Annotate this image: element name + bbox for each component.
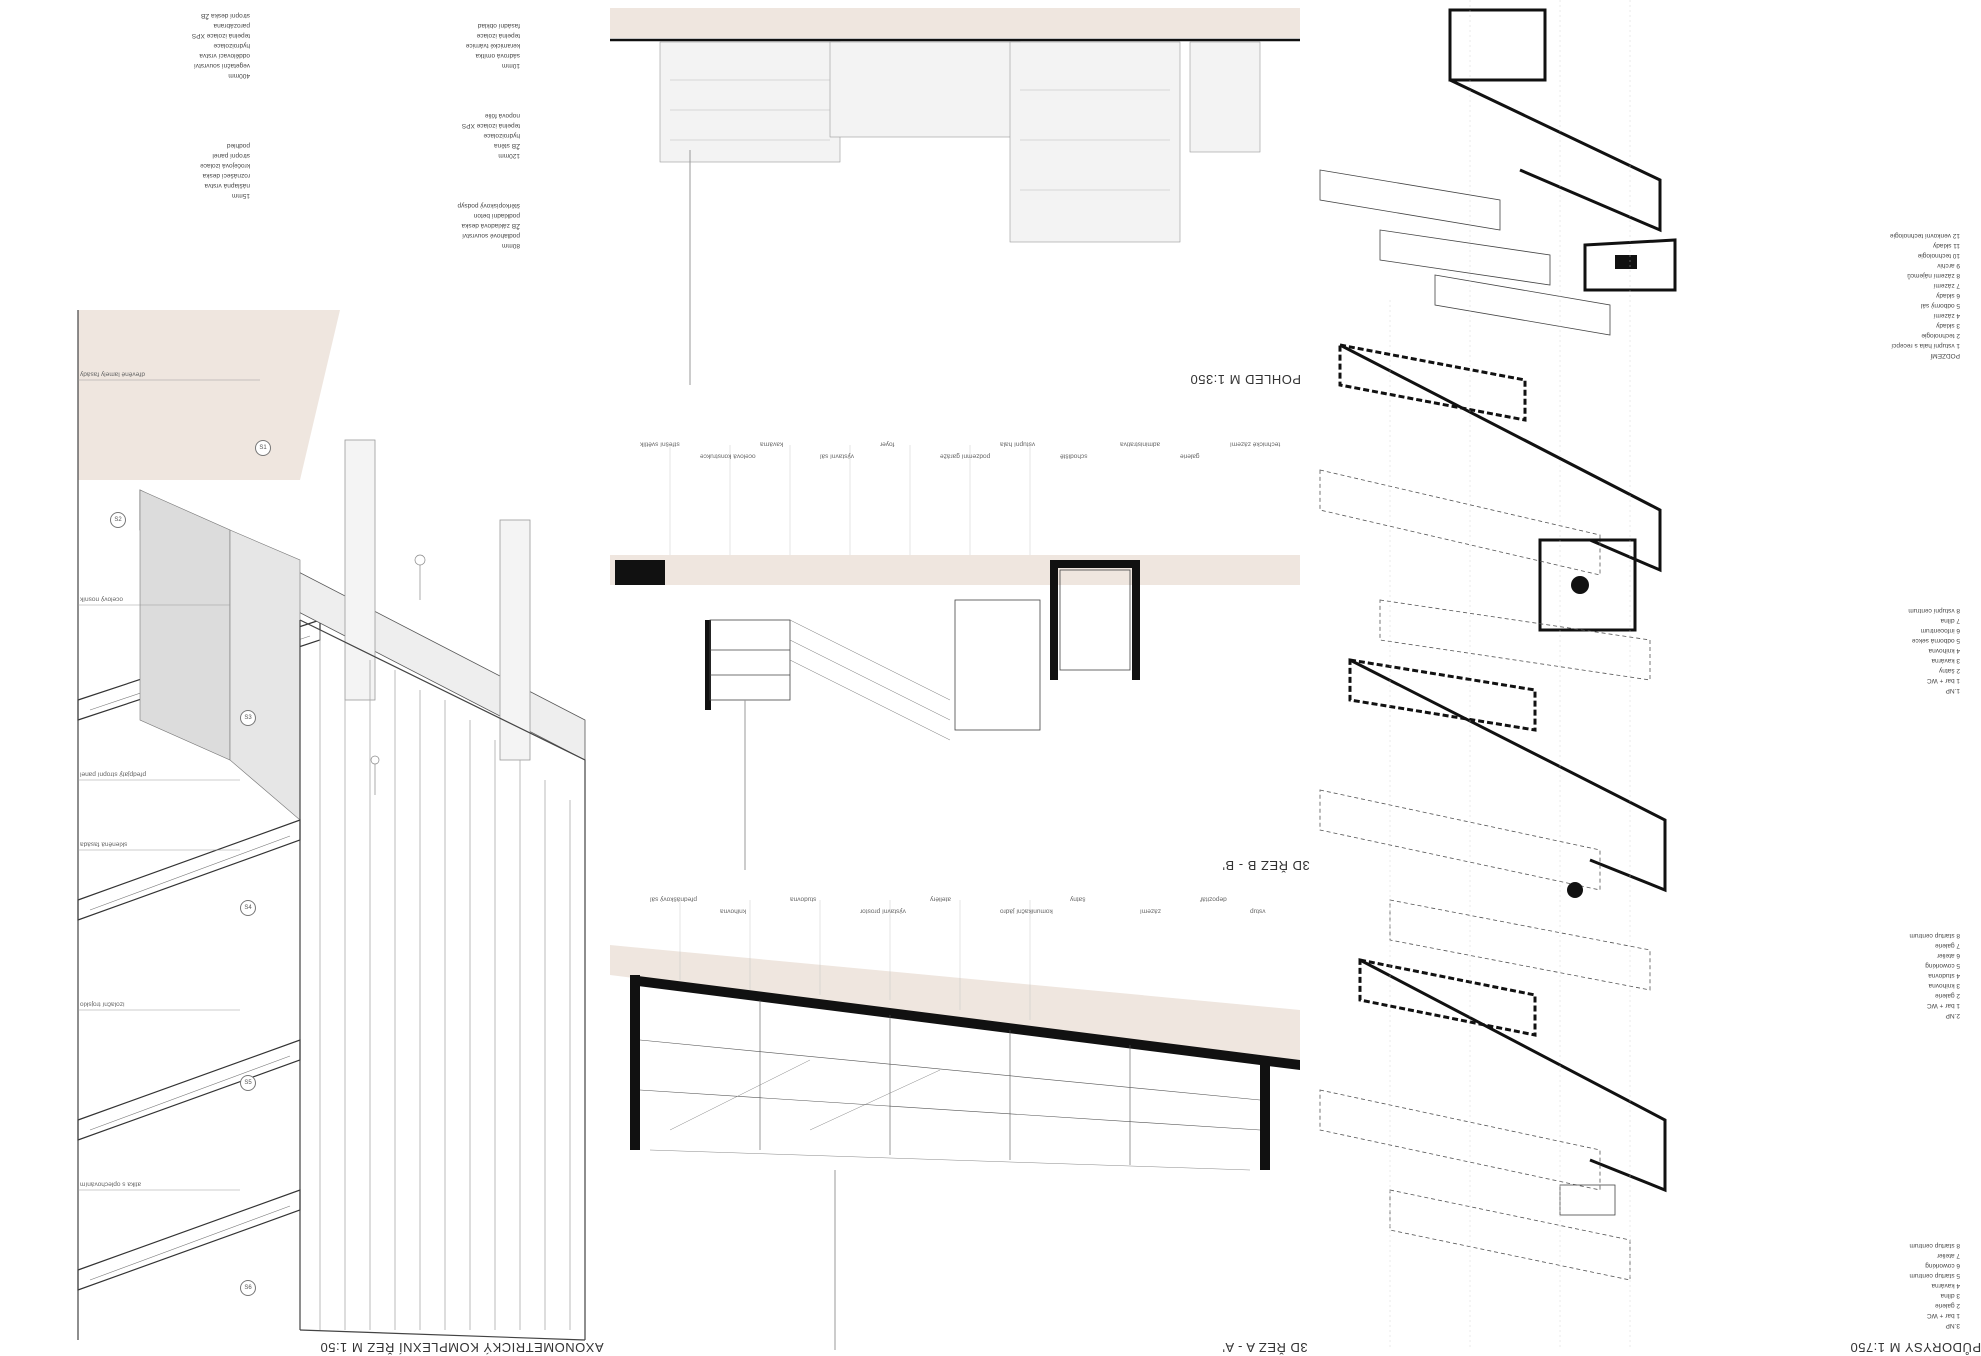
axo-callout: skleněná fasáda	[80, 840, 128, 848]
section-a-callout: vstup	[1250, 907, 1266, 915]
section-a-callout: depozitář	[1200, 895, 1227, 903]
section-a-callout: šatny	[1070, 895, 1086, 903]
axo-callout: izolační trojsklo	[80, 1000, 125, 1008]
layer-tag-s1: S1	[255, 440, 271, 456]
section-a-callout: knihovna	[720, 907, 747, 915]
axo-callout: předpjatý stropní panel	[80, 770, 147, 778]
section-b-callout: střešní světlík	[640, 440, 680, 448]
axo-panel: S1 S2 S3 S4 S5 S6 dřevěné lamely fasády …	[0, 0, 610, 1356]
layer-tag-s5: S5	[240, 1075, 256, 1091]
sections-panel: POHLED M 1:350 3D ŘEZ B - B' 3D ŘEZ A - …	[610, 0, 1310, 1356]
section-a-callout: výstavní prostor	[860, 907, 906, 915]
view-title: POHLED M 1:350	[1190, 372, 1302, 387]
section-a-callout: studovna	[790, 895, 817, 903]
section-b-callout: technické zázemí	[1230, 440, 1281, 448]
section-b-callout: administrativa	[1120, 440, 1161, 448]
section-b-callout: galerie	[1180, 452, 1200, 460]
plans-drawing	[1319, 0, 1677, 1350]
section-b-callout: podzemní garáže	[940, 452, 991, 460]
view-drawing	[610, 8, 1300, 1350]
axo-callout: dřevěné lamely fasády	[80, 370, 146, 378]
layer-tag-s6: S6	[240, 1280, 256, 1296]
layer-tag-s3: S3	[240, 710, 256, 726]
axo-title: AXONOMETRICKÝ KOMPLEXNÍ ŘEZ M 1:50	[320, 1340, 604, 1355]
section-a-callout: přednáškový sál	[650, 895, 697, 903]
section-a-title: 3D ŘEZ A - A'	[1222, 1340, 1308, 1355]
axo-drawing	[77, 310, 586, 1341]
section-b-callout: ocelová konstrukce	[700, 452, 756, 460]
axo-callout: ocelový nosník	[80, 595, 123, 603]
section-b-callout: kavárna	[760, 440, 784, 448]
section-a-callout: komunikační jádro	[1000, 907, 1053, 915]
plans-title: PŮDORYSY M 1:750	[1850, 1340, 1981, 1355]
section-b-callout: výstavní sál	[820, 452, 854, 460]
layer-tag-s4: S4	[240, 900, 256, 916]
axo-callout: atika s oplechováním	[80, 1180, 142, 1188]
section-b-title: 3D ŘEZ B - B'	[1222, 858, 1310, 873]
section-a-callout: ateliéry	[930, 895, 951, 903]
section-b-callout: vstupní hala	[1000, 440, 1036, 448]
section-b-callout: schodiště	[1060, 452, 1088, 460]
layer-tag-s2: S2	[110, 512, 126, 528]
section-b-callout: foyer	[880, 440, 895, 448]
section-a-callout: zázemí	[1140, 907, 1161, 915]
